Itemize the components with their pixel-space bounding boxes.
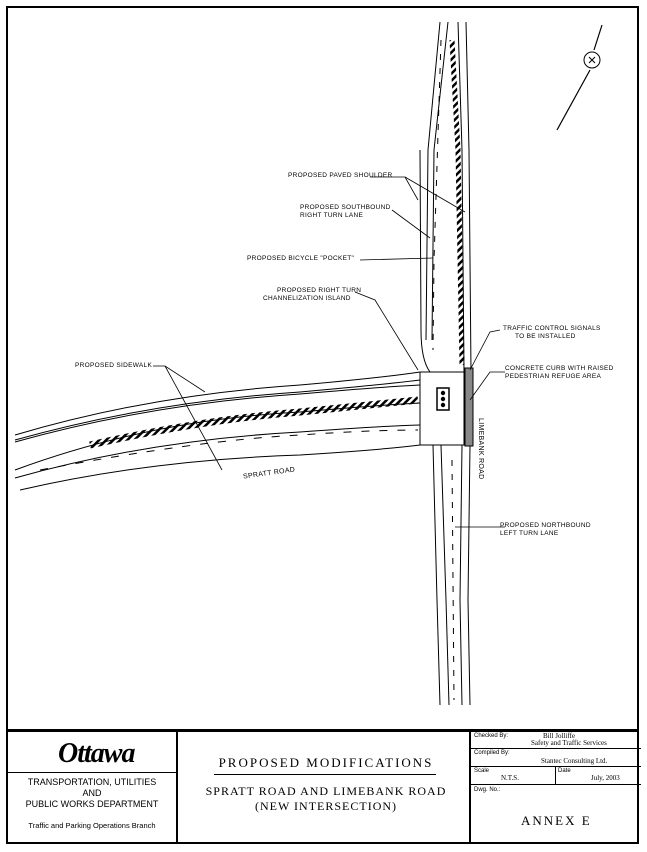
drawing-subtitle-2: (NEW INTERSECTION)	[254, 799, 398, 813]
drawing-title: PROPOSED MODIFICATIONS	[218, 755, 434, 770]
checked-by-name: Bill Jolliffe	[543, 732, 575, 740]
limebank-road-south	[432, 444, 471, 706]
leader-lines	[153, 176, 505, 528]
lane-line-north	[432, 39, 442, 351]
scale-value: N.T.S.	[501, 774, 519, 782]
dept-line-3: PUBLIC WORKS DEPARTMENT	[25, 799, 159, 809]
dept-cell: Ottawa TRANSPORTATION, UTILITIES AND PUB…	[6, 732, 178, 844]
label-nb-left-1: PROPOSED NORTHBOUND	[500, 522, 591, 529]
date-label: Date	[558, 768, 571, 774]
ottawa-logo: Ottawa	[58, 738, 135, 769]
info-cell: Checked By: Bill Jolliffe Safety and Tra…	[469, 732, 641, 844]
label-paved-shoulder: PROPOSED PAVED SHOULDER	[288, 172, 393, 179]
lane-line-spratt	[39, 429, 419, 471]
title-block: Ottawa TRANSPORTATION, UTILITIES AND PUB…	[6, 729, 641, 844]
limebank-road-north	[419, 21, 472, 373]
date-value: July, 2003	[591, 774, 620, 782]
median-hatch-north	[449, 39, 465, 366]
compiled-by-name: Stantec Consulting Ltd.	[541, 757, 608, 765]
median-hatch-spratt	[89, 396, 419, 449]
label-signals-1: TRAFFIC CONTROL SIGNALS	[503, 325, 601, 332]
intersection-box	[419, 371, 465, 446]
label-curb-1: CONCRETE CURB WITH RAISED	[505, 365, 614, 372]
drawing-number-value: ANNEX E	[521, 813, 592, 828]
north-arrow-icon	[556, 24, 603, 131]
scale-label: Scale	[474, 768, 490, 774]
label-channel-island-1: PROPOSED RIGHT TURN	[277, 287, 362, 294]
checked-by-dept: Safety and Traffic Services	[531, 739, 607, 747]
pedestrian-refuge-curb	[464, 367, 474, 447]
label-bicycle-pocket: PROPOSED BICYCLE "POCKET"	[247, 255, 355, 262]
label-channel-island-2: CHANNELIZATION ISLAND	[263, 295, 351, 302]
checked-by-label: Checked By:	[474, 733, 509, 739]
dept-line-1: TRANSPORTATION, UTILITIES	[27, 777, 157, 787]
label-sidewalk: PROPOSED SIDEWALK	[75, 362, 153, 369]
dept-line-2: AND	[82, 788, 102, 798]
label-signals-2: TO BE INSTALLED	[515, 333, 576, 340]
drawing-subtitle-1: SPRATT ROAD AND LIMEBANK ROAD	[205, 784, 447, 798]
spratt-road	[14, 371, 421, 491]
branch-name: Traffic and Parking Operations Branch	[28, 821, 156, 830]
label-curb-2: PEDESTRIAN REFUGE AREA	[505, 373, 602, 380]
label-sb-right-turn-1: PROPOSED SOUTHBOUND	[300, 204, 391, 211]
compiled-by-label: Compiled By:	[474, 750, 510, 756]
label-sb-right-turn-2: RIGHT TURN LANE	[300, 212, 364, 219]
lane-line-south	[451, 459, 455, 701]
drawing-number-label: Dwg. No.:	[474, 787, 501, 793]
label-nb-left-2: LEFT TURN LANE	[500, 530, 559, 537]
drawing-frame	[6, 6, 639, 844]
label-limebank-road: LIMEBANK ROAD	[477, 418, 484, 480]
